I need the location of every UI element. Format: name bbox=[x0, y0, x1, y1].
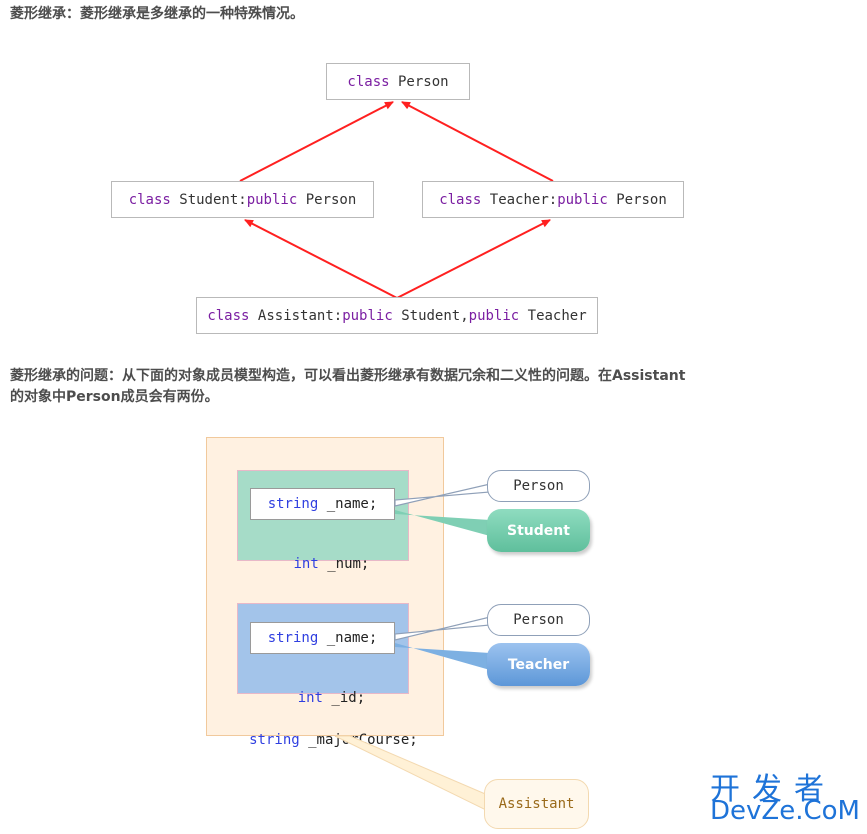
callout-pointer-person-1 bbox=[394, 483, 491, 507]
callout-label: Person bbox=[513, 612, 564, 628]
callout-teacher: Teacher bbox=[487, 643, 590, 686]
type-keyword: string bbox=[267, 496, 319, 512]
student-name-field: string _name; bbox=[250, 488, 395, 520]
field-name: _id; bbox=[323, 690, 366, 706]
class-name: Assistant: bbox=[249, 307, 343, 324]
callout-label: Person bbox=[513, 478, 564, 494]
type-keyword: string bbox=[267, 630, 319, 646]
callout-pointer-student bbox=[395, 510, 490, 536]
class-person-box: class Person bbox=[326, 63, 470, 100]
callout-label: Teacher bbox=[507, 656, 570, 673]
keyword-public: public bbox=[246, 191, 298, 208]
callout-person-1: Person bbox=[487, 470, 590, 502]
callout-pointer-teacher bbox=[395, 643, 490, 670]
callout-person-2: Person bbox=[487, 604, 590, 636]
keyword-class: class bbox=[207, 307, 250, 324]
class-student-box: class Student:public Person bbox=[111, 181, 374, 218]
class-name: Teacher: bbox=[481, 191, 558, 208]
base-class-name: Person bbox=[297, 191, 357, 208]
base-class-name: Student, bbox=[392, 307, 469, 324]
section-heading-problem-line1: 菱形继承的问题：从下面的对象成员模型构造，可以看出菱形继承有数据冗余和二义性的问… bbox=[10, 368, 686, 384]
keyword-class: class bbox=[439, 191, 482, 208]
base-class-name: Person bbox=[607, 191, 667, 208]
arrow-teacher-to-person bbox=[401, 101, 554, 182]
student-num-field: int _num; bbox=[237, 540, 409, 572]
type-keyword: int bbox=[293, 556, 319, 572]
callout-pointer-assistant bbox=[334, 735, 491, 813]
keyword-public: public bbox=[468, 307, 520, 324]
watermark-logo-cn: 开发者 bbox=[710, 772, 836, 807]
arrow-assistant-to-teacher bbox=[396, 219, 551, 299]
teacher-name-field: string _name; bbox=[250, 622, 395, 654]
callout-pointer-person-2 bbox=[394, 616, 491, 641]
type-keyword: string bbox=[249, 732, 300, 748]
callout-student: Student bbox=[487, 509, 590, 552]
callout-assistant: Assistant bbox=[484, 779, 589, 829]
keyword-public: public bbox=[557, 191, 608, 208]
callout-label: Student bbox=[507, 522, 570, 539]
callout-label: Assistant bbox=[498, 796, 575, 812]
base-class-name: Teacher bbox=[519, 307, 587, 324]
teacher-id-field: int _id; bbox=[237, 674, 409, 706]
field-name: _num; bbox=[318, 556, 370, 572]
keyword-public: public bbox=[342, 307, 393, 324]
class-teacher-box: class Teacher:public Person bbox=[422, 181, 684, 218]
keyword-class: class bbox=[128, 191, 171, 208]
arrow-assistant-to-student bbox=[244, 219, 398, 299]
section-heading-problem-line2: 的对象中Person成员会有两份。 bbox=[10, 389, 219, 405]
class-name: Student: bbox=[170, 191, 247, 208]
field-name: _name; bbox=[318, 630, 378, 646]
class-name: Person bbox=[389, 73, 449, 90]
arrow-student-to-person bbox=[239, 101, 394, 182]
section-heading-diamond: 菱形继承：菱形继承是多继承的一种特殊情况。 bbox=[10, 6, 304, 22]
type-keyword: int bbox=[297, 690, 323, 706]
watermark-logo-en: DevZe.CoM bbox=[710, 796, 860, 826]
keyword-class: class bbox=[347, 73, 390, 90]
class-assistant-box: class Assistant:public Student,public Te… bbox=[196, 297, 598, 334]
field-name: _name; bbox=[318, 496, 378, 512]
